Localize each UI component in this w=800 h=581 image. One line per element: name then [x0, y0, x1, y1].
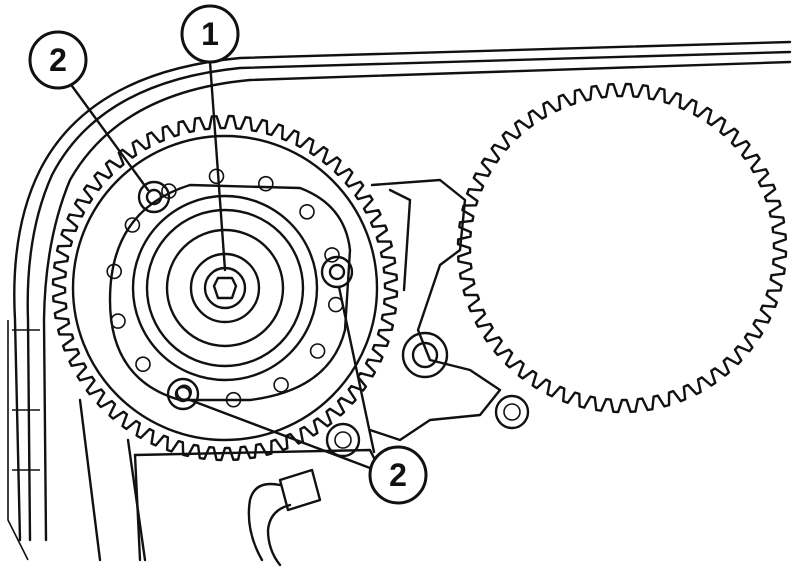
- callout-2-bottom-label: 2: [389, 457, 407, 493]
- callout-2-bottom: 2: [368, 445, 428, 505]
- adjuster-hole: [124, 217, 141, 233]
- timing-cover-outline: [7, 40, 792, 562]
- mounting-bracket: [133, 178, 530, 562]
- adjuster-hole: [257, 175, 274, 192]
- adjuster-hole: [309, 343, 326, 359]
- adjuster-hole: [110, 313, 126, 329]
- adjuster-hole: [324, 247, 340, 263]
- adjuster-hole: [208, 168, 225, 185]
- bolt-bottom-left: [166, 377, 200, 411]
- adjuster-hole: [273, 377, 289, 393]
- bolt-right: [320, 255, 354, 289]
- callout-2-top: 2: [28, 30, 88, 90]
- callout-2-top-label: 2: [49, 42, 67, 78]
- bolt-top-left: [137, 180, 171, 214]
- right-sprocket: [456, 82, 788, 414]
- leader-lines: [70, 60, 376, 470]
- camshaft-sprocket: [51, 114, 399, 462]
- adjuster-hole: [106, 263, 122, 280]
- adjuster-hole: [299, 204, 315, 220]
- callout-1: 1: [180, 4, 240, 64]
- sensor-wire: [247, 468, 322, 567]
- callout-1-label: 1: [201, 16, 219, 52]
- adjuster-hole: [225, 391, 242, 408]
- adjuster-hole: [135, 356, 151, 373]
- fixing-bolts: [137, 180, 354, 411]
